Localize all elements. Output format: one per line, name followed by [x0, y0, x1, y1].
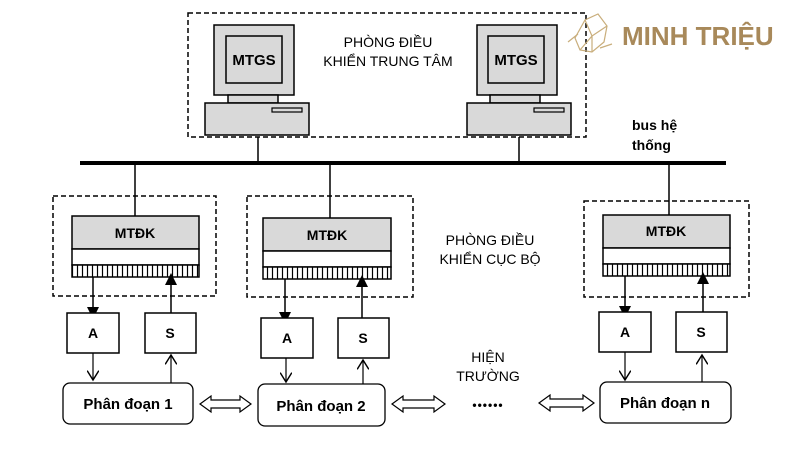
- segment-label: Phân đoạn n: [620, 395, 710, 412]
- local-room-boundary: [583, 200, 750, 298]
- local-room-boundary: [246, 195, 414, 298]
- actuator-box: [260, 317, 314, 359]
- field-column-2: A S Phân đoạn 2: [257, 275, 390, 427]
- actuator-label: A: [282, 330, 292, 346]
- lotus-logo-icon: [567, 13, 613, 53]
- local-controller-n: MTĐK: [583, 163, 750, 298]
- sensor-box: [337, 317, 390, 359]
- local-room-label-line1: PHÒNG ĐIỀU: [446, 232, 535, 248]
- process-segment: [257, 383, 386, 427]
- desktop-computer-icon: [466, 24, 572, 136]
- local-controller-2: MTĐK: [246, 163, 414, 298]
- central-room-label-line2: KHIỂN TRUNG TÂM: [323, 52, 452, 69]
- bidirectional-arrow-icon: [390, 394, 447, 414]
- central-computer-2: MTGS: [466, 24, 572, 136]
- local-room-boundary: [52, 195, 217, 297]
- desktop-computer-icon: [204, 24, 310, 136]
- io-terminal-strip: [71, 264, 200, 278]
- actuator-box: [66, 312, 120, 354]
- controller-label: MTĐK: [646, 223, 686, 239]
- segment-label: Phân đoạn 1: [83, 396, 172, 413]
- sensor-box: [675, 311, 728, 353]
- actuator-label: A: [88, 325, 98, 341]
- controller-label: MTĐK: [115, 225, 155, 241]
- actuator-box: [598, 311, 652, 353]
- brand-name: MINH TRIỆU: [622, 21, 774, 51]
- sensor-label: S: [358, 330, 367, 346]
- ellipsis: ••••••: [472, 398, 503, 412]
- local-room-label-line2: KHIỂN CỤC BỘ: [439, 250, 540, 267]
- actuator-label: A: [620, 324, 630, 340]
- central-control-room-boundary: [187, 12, 587, 138]
- local-controller-1: MTĐK: [52, 163, 217, 297]
- computer-label: MTGS: [232, 52, 275, 69]
- field-column-n: A S Phân đoạn n: [598, 272, 732, 424]
- segment-label: Phân đoạn 2: [276, 398, 365, 415]
- bidirectional-arrow-icon: [537, 393, 596, 413]
- bus-label-line2: thống: [632, 137, 671, 153]
- io-terminal-strip: [602, 263, 731, 277]
- central-room-label-line1: PHÒNG ĐIỀU: [344, 34, 433, 50]
- sensor-label: S: [165, 325, 174, 341]
- field-label-line1: HIỆN: [471, 349, 504, 365]
- field-column-1: A S Phân đoạn 1: [62, 273, 197, 425]
- bus-label-line1: bus hệ: [632, 117, 677, 133]
- sensor-box: [144, 312, 197, 354]
- field-label-line2: TRƯỜNG: [456, 368, 520, 384]
- bidirectional-arrow-icon: [198, 394, 253, 414]
- process-segment: [599, 381, 732, 424]
- controller-label: MTĐK: [307, 227, 347, 243]
- sensor-label: S: [696, 324, 705, 340]
- process-segment: [62, 382, 194, 425]
- io-terminal-strip: [262, 266, 392, 280]
- computer-label: MTGS: [494, 52, 537, 69]
- central-computer-1: MTGS: [204, 24, 310, 136]
- brand-logo: MINH TRIỆU: [567, 13, 774, 53]
